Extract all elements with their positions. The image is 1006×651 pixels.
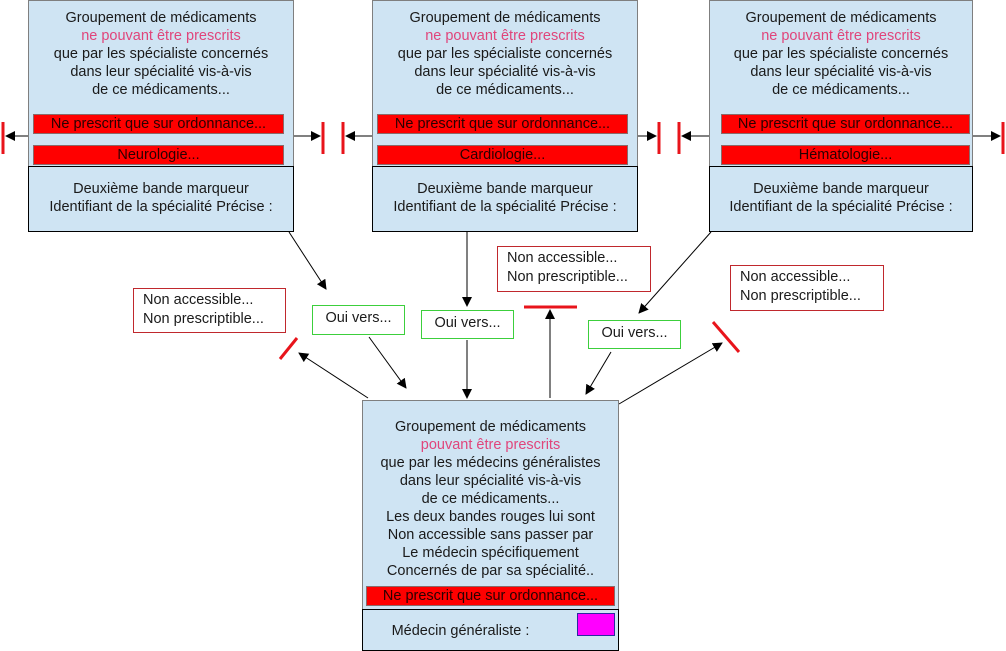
- group-line: de ce médicaments...: [421, 491, 560, 507]
- group-line: Non accessible sans passer par: [387, 527, 594, 543]
- specialty-band: Neurologie...: [33, 145, 284, 165]
- group-line: dans leur spécialité vis-à-vis: [70, 64, 252, 80]
- arrow-neuro-to-oui: [288, 231, 327, 290]
- arrow-generalist-to-block-left: [298, 352, 369, 399]
- marker-line: Deuxième bande marqueur: [73, 181, 249, 197]
- group-title: Groupement de médicaments: [394, 419, 586, 435]
- arrow-generalist-to-block-right: [618, 342, 723, 405]
- group-line: Concernés de par sa spécialité..: [386, 563, 595, 579]
- denied-note-left: Non accessible... Non prescriptible...: [133, 288, 286, 333]
- specialty-marker-neurology: Deuxième bande marqueur Identifiant de l…: [28, 166, 294, 232]
- specialty-marker-cardiology: Deuxième bande marqueur Identifiant de l…: [372, 166, 638, 232]
- marker-line: Identifiant de la spécialité Précise :: [393, 199, 617, 215]
- denied-line: Non accessible...: [143, 292, 254, 308]
- prescription-band: Ne prescrit que sur ordonnance...: [366, 586, 615, 606]
- specialty-band: Hématologie...: [721, 145, 970, 165]
- group-title: Groupement de médicaments: [65, 10, 257, 26]
- group-line: dans leur spécialité vis-à-vis: [414, 64, 596, 80]
- prescription-band: Ne prescrit que sur ordonnance...: [721, 114, 970, 134]
- specialty-marker-hematology: Deuxième bande marqueur Identifiant de l…: [709, 166, 973, 232]
- marker-line: Identifiant de la spécialité Précise :: [49, 199, 273, 215]
- denied-line: Non prescriptible...: [143, 311, 264, 327]
- group-line: de ce médicaments...: [772, 82, 910, 98]
- prescription-band: Ne prescrit que sur ordonnance...: [377, 114, 628, 134]
- arrow-oui1-to-generalist: [368, 336, 407, 389]
- specialist-group-hematology: Groupement de médicaments ne pouvant êtr…: [709, 0, 973, 166]
- group-highlight: ne pouvant être prescrits: [425, 28, 585, 44]
- specialist-group-cardiology: Groupement de médicaments ne pouvant êtr…: [372, 0, 638, 166]
- group-title: Groupement de médicaments: [745, 10, 937, 26]
- group-title: Groupement de médicaments: [409, 10, 601, 26]
- group-line: dans leur spécialité vis-à-vis: [750, 64, 932, 80]
- denied-note-center: Non accessible... Non prescriptible...: [497, 246, 651, 292]
- prescription-band: Ne prescrit que sur ordonnance...: [33, 114, 284, 134]
- block-bar-icon: [278, 337, 299, 360]
- marker-line: Identifiant de la spécialité Précise :: [729, 199, 953, 215]
- generalist-label: Médecin généraliste :: [391, 623, 530, 639]
- group-highlight: ne pouvant être prescrits: [761, 28, 921, 44]
- generalist-color-swatch: [577, 613, 615, 636]
- allowed-note-center: Oui vers...: [421, 310, 514, 339]
- allowed-note-left: Oui vers...: [312, 305, 405, 335]
- specialty-band: Cardiologie...: [377, 145, 628, 165]
- denied-line: Non accessible...: [740, 269, 851, 285]
- denied-note-right: Non accessible... Non prescriptible...: [730, 265, 884, 311]
- arrow-hemato-to-oui: [638, 231, 712, 314]
- group-line: que par les spécialiste concernés: [733, 46, 949, 62]
- group-line: de ce médicaments...: [436, 82, 574, 98]
- group-line: dans leur spécialité vis-à-vis: [399, 473, 582, 489]
- group-line: Les deux bandes rouges lui sont: [386, 509, 595, 525]
- denied-line: Non prescriptible...: [740, 288, 861, 304]
- allowed-note-right: Oui vers...: [588, 320, 681, 349]
- generalist-group: Groupement de médicaments pouvant être p…: [362, 400, 619, 610]
- group-highlight: pouvant être prescrits: [420, 437, 561, 453]
- group-line: que par les spécialiste concernés: [397, 46, 613, 62]
- denied-line: Non accessible...: [507, 250, 618, 266]
- generalist-marker: Médecin généraliste :: [362, 609, 619, 651]
- arrow-oui3-to-generalist: [585, 351, 612, 395]
- group-line: de ce médicaments...: [92, 82, 230, 98]
- denied-line: Non prescriptible...: [507, 269, 628, 285]
- group-line: que par les médecins généralistes: [380, 455, 601, 471]
- marker-line: Deuxième bande marqueur: [753, 181, 929, 197]
- group-line: que par les spécialiste concernés: [53, 46, 269, 62]
- marker-line: Deuxième bande marqueur: [417, 181, 593, 197]
- group-line: Le médecin spécifiquement: [402, 545, 579, 561]
- group-highlight: ne pouvant être prescrits: [81, 28, 241, 44]
- specialist-group-neurology: Groupement de médicaments ne pouvant êtr…: [28, 0, 294, 166]
- block-bar-icon: [711, 321, 741, 353]
